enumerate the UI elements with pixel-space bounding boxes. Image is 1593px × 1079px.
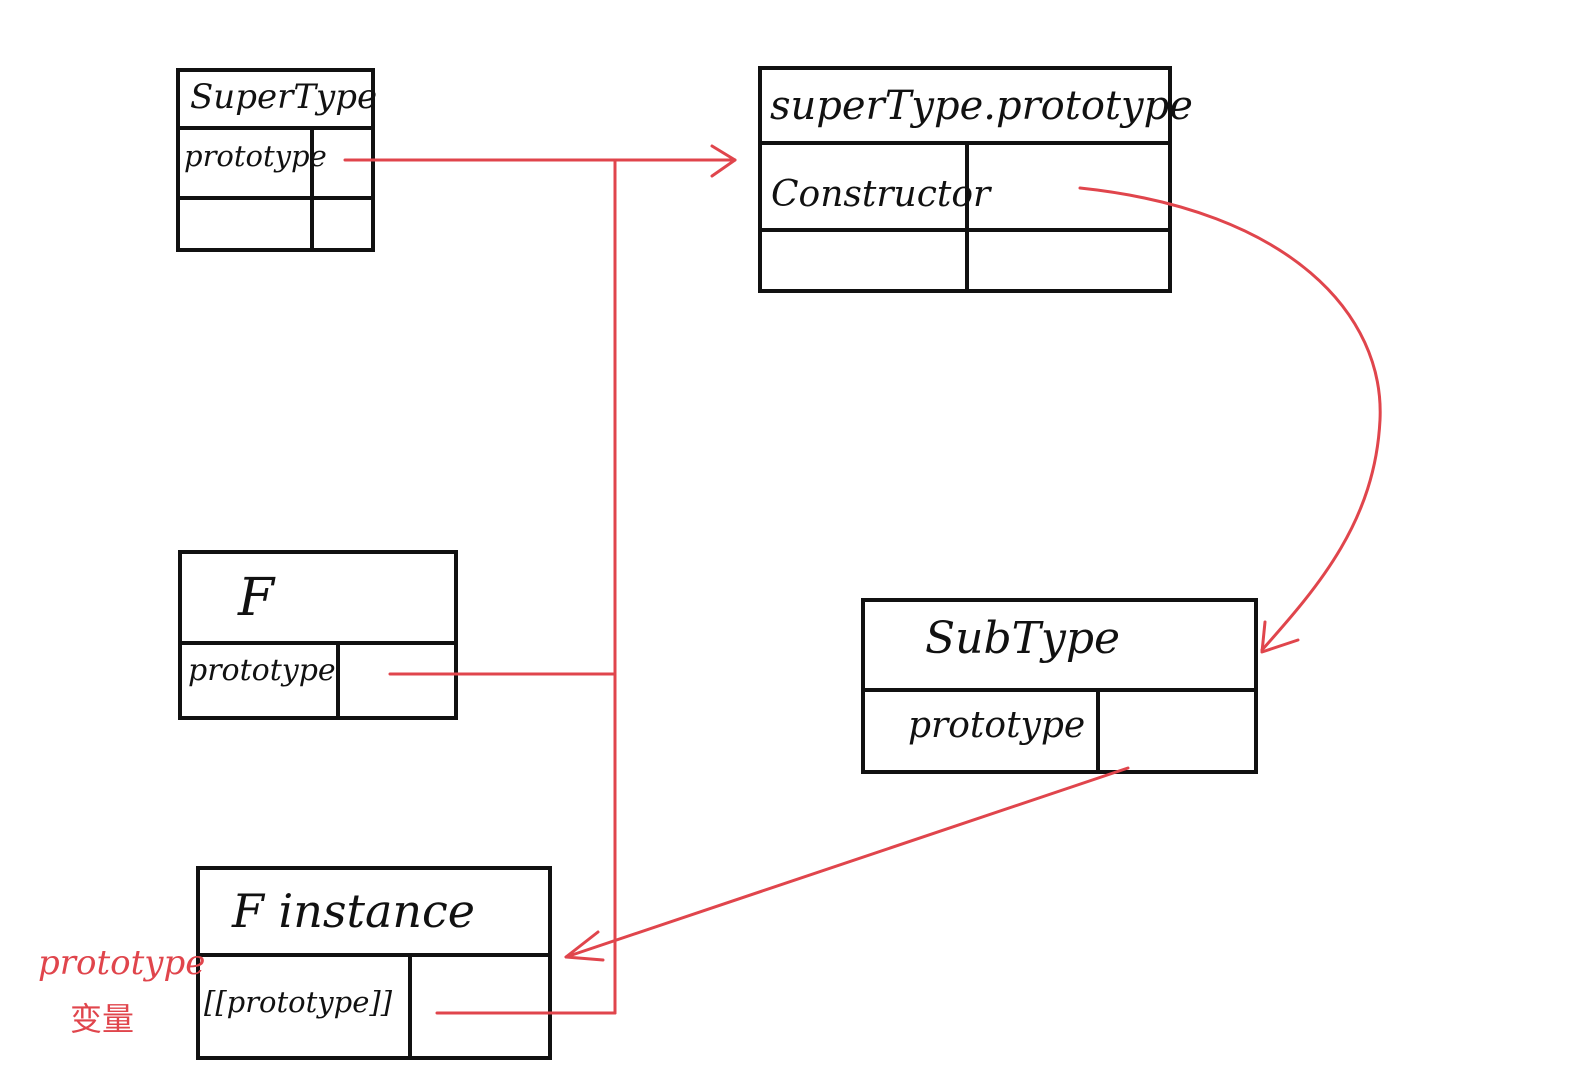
supertype-prototype-box: [758, 66, 1172, 293]
subtype-prototype-row: prototype: [908, 705, 1086, 746]
supertype-prototype-arrowhead: [710, 144, 737, 178]
f-instance-box: [196, 866, 552, 1060]
supertype-prototype-row: prototype: [184, 139, 327, 173]
f-box: [178, 550, 458, 720]
subtype-prototype-arrowhead: [564, 930, 605, 962]
supertype-prototype-constructor-row: Constructor: [771, 174, 991, 215]
supertype-title: SuperType: [190, 77, 378, 117]
pointer-lines: [343, 144, 1382, 1015]
f-instance-prototype-row: [[prototype]]: [204, 985, 393, 1019]
constructor-curve-arrow: [1078, 186, 1382, 652]
annotation-prototype: prototype: [38, 943, 206, 983]
f-title: F: [238, 568, 275, 628]
subtype-title: SubType: [925, 613, 1121, 664]
subtype-prototype-arrow: [564, 766, 1130, 959]
f-instance-title: F instance: [232, 884, 476, 938]
subtype-box: [861, 598, 1258, 774]
f-prototype-row: prototype: [188, 653, 336, 688]
supertype-prototype-title: superType.prototype: [770, 83, 1193, 129]
constructor-curve-arrowhead: [1260, 620, 1300, 654]
annotation-variable: 变量: [70, 1000, 135, 1038]
